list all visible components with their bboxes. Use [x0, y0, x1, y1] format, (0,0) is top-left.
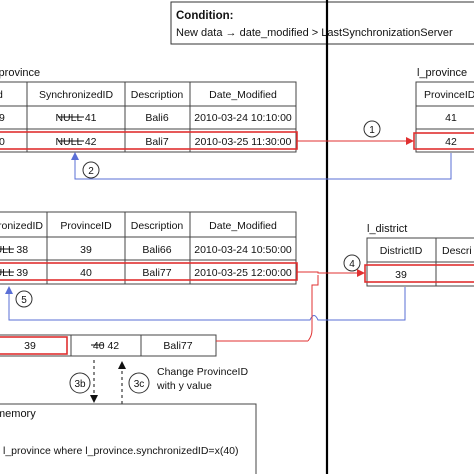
client-district-header-0: ronizedID — [0, 220, 43, 232]
client-district-table: ronizedID ProvinceID Description Date_Mo… — [0, 211, 298, 285]
client-province-r1c0: 0 — [0, 136, 5, 148]
client-province-r0c1: NULL 41 — [55, 112, 96, 124]
arrow-2 — [71, 152, 452, 180]
client-district-header-3: Date_Modified — [209, 220, 277, 232]
client-province-r0c2: Bali6 — [145, 112, 169, 124]
condition-text: New data → date_modified > LastSynchroni… — [176, 27, 453, 39]
step-3c-note-line2: with y value — [156, 380, 212, 392]
client-district-r0c1: 39 — [80, 244, 92, 256]
client-province-header-0: d — [0, 89, 3, 101]
server-province-title: l_province — [417, 67, 467, 79]
client-province-header-3: Date_Modified — [209, 89, 277, 101]
memory-connector-riser — [307, 275, 319, 342]
svg-text:5: 5 — [21, 295, 27, 306]
server-province-highlight-row — [413, 132, 474, 150]
server-district-header-0: DistrictID — [380, 245, 423, 257]
client-district-r1c0: NULL 39 — [0, 267, 28, 279]
svg-text:3b: 3b — [74, 379, 86, 390]
step-2-marker: 2 — [82, 161, 100, 179]
server-province-r0: 41 — [445, 112, 457, 124]
memory-record: 39 40 42 Bali77 — [0, 334, 217, 357]
memory-box: memory l_province where l_province.synch… — [0, 403, 257, 474]
memory-record-cell-0: 39 — [24, 340, 36, 352]
server-district-title: l_district — [367, 223, 407, 235]
svg-text:1: 1 — [369, 125, 375, 136]
condition-title: Condition: — [176, 10, 233, 22]
memory-record-highlight — [0, 336, 68, 355]
client-province-r0c3: 2010-03-24 10:10:00 — [194, 112, 292, 124]
client-district-r0c2: Bali66 — [142, 244, 171, 256]
client-province-header-2: Description — [131, 89, 184, 101]
server-district-r0c0: 39 — [395, 269, 407, 281]
client-province-r1c2: Bali7 — [145, 136, 169, 148]
server-province-r1: 42 — [445, 136, 457, 148]
step-4-marker: 4 — [343, 254, 361, 272]
step-1-marker: 1 — [363, 120, 381, 138]
svg-text:4: 4 — [349, 259, 355, 270]
client-province-header-1: SynchronizedID — [39, 89, 114, 101]
client-province-table: l_province d SynchronizedID Description … — [0, 67, 298, 153]
arrow-4 — [297, 269, 365, 277]
server-province-header: ProvinceID — [424, 89, 474, 101]
memory-record-cell-1: 40 42 — [93, 340, 119, 352]
svg-text:3c: 3c — [134, 379, 145, 390]
client-district-r1c3: 2010-03-25 12:00:00 — [194, 267, 292, 279]
svg-text:2: 2 — [88, 166, 94, 177]
step-3c-note-line1: Change ProvinceID — [157, 366, 248, 378]
memory-record-cell-2: Bali77 — [163, 340, 192, 352]
client-province-title: l_province — [0, 67, 40, 79]
server-province-table: l_province ProvinceID 41 42 — [413, 67, 474, 153]
client-district-r1c2: Bali77 — [142, 267, 171, 279]
condition-box: Condition: New data → date_modified > La… — [170, 1, 474, 45]
client-province-r0c0: 9 — [0, 112, 5, 124]
client-district-r1c1: 40 — [80, 267, 92, 279]
step-3b-marker: 3b — [69, 372, 91, 394]
arrow-5 — [5, 286, 406, 321]
server-district-highlight-row — [364, 264, 474, 283]
memory-box-query: l_province where l_province.synchronized… — [3, 445, 239, 457]
step-3c-marker: 3c — [128, 372, 150, 394]
client-district-header-1: ProvinceID — [60, 220, 112, 232]
server-district-table: l_district DistrictID Descri 39 — [364, 223, 474, 287]
step-5-marker: 5 — [15, 290, 33, 308]
client-province-r1c1: NULL 42 — [55, 136, 96, 148]
server-district-header-1: Descri — [442, 245, 472, 257]
client-district-header-2: Description — [131, 220, 184, 232]
client-district-r0c3: 2010-03-24 10:50:00 — [194, 244, 292, 256]
memory-box-title: memory — [0, 408, 36, 420]
client-province-r1c3: 2010-03-25 11:30:00 — [195, 136, 292, 148]
client-district-r0c0: NULL 38 — [0, 244, 28, 256]
